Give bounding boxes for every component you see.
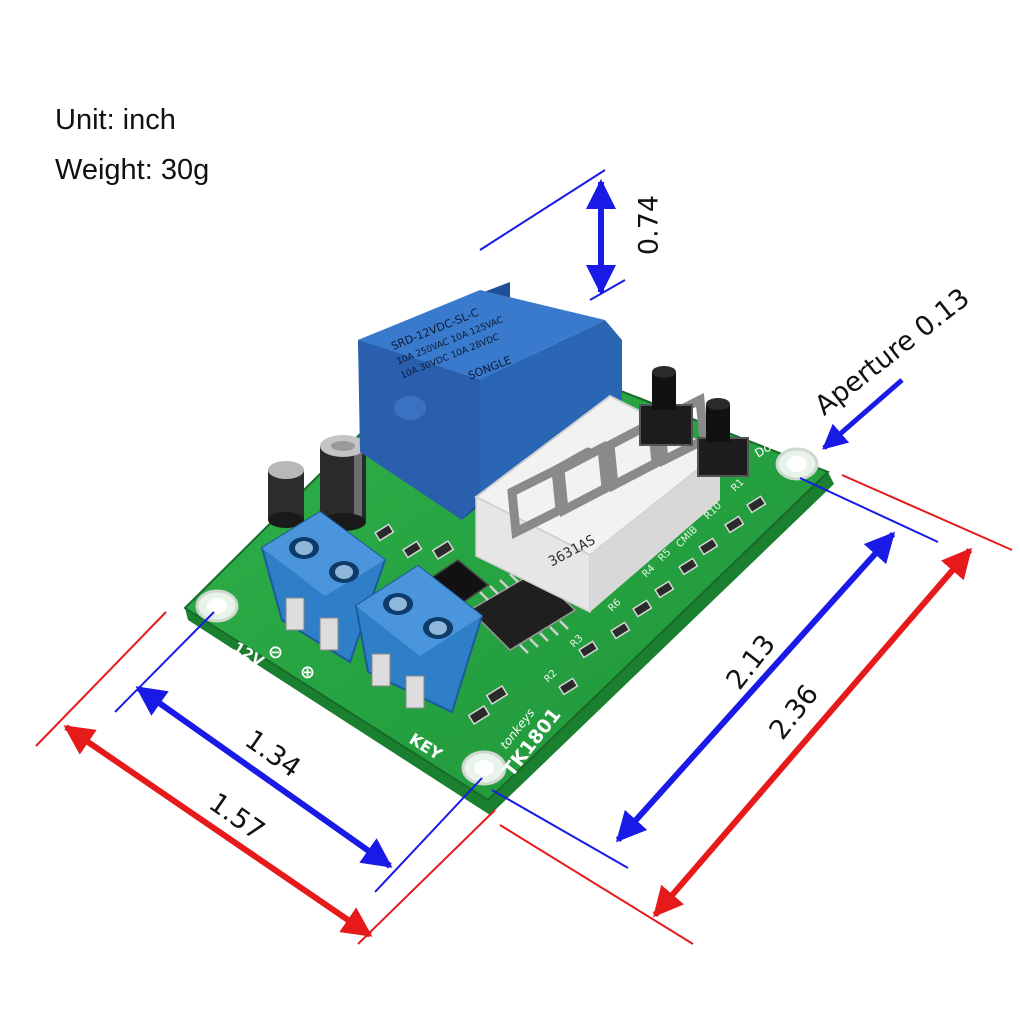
screw-terminal-block: [354, 564, 484, 714]
dimension-height: 0.74: [479, 169, 665, 301]
weight-label: Weight: 30g: [55, 154, 210, 186]
push-button-set: [639, 366, 749, 477]
silkscreen-minus: ⊖: [268, 642, 283, 663]
height-value: 0.74: [634, 195, 665, 255]
screw-terminal-block: [260, 510, 387, 664]
dimension-aperture: Aperture 0.13: [809, 282, 976, 450]
outer-length-value: 2.36: [763, 679, 824, 745]
aperture-value: Aperture 0.13: [809, 282, 975, 421]
unit-label: Unit: inch: [55, 104, 176, 136]
mounting-hole: [775, 447, 819, 481]
inner-length-value: 2.13: [720, 629, 781, 695]
relay: SRD-12VDC-SL-C 10A 250VAC 10A 125VAC 10A…: [358, 282, 622, 520]
inner-width-value: 1.34: [239, 724, 306, 784]
mounting-hole: [195, 589, 239, 623]
outer-width-value: 1.57: [203, 787, 270, 847]
dimension-outer-length: 2.36: [499, 474, 1013, 945]
electrolytic-capacitor: [268, 461, 304, 528]
mounting-hole: [461, 750, 507, 786]
silkscreen-plus: ⊕: [300, 662, 315, 683]
relay-module-board: SRD-12VDC-SL-C 10A 250VAC 10A 125VAC 10A…: [183, 282, 834, 815]
